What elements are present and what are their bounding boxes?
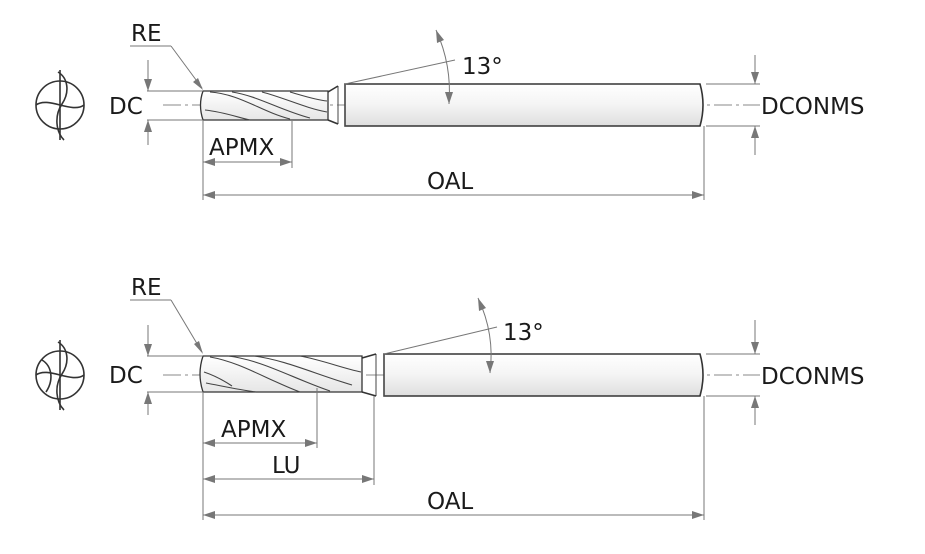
- angle-label-bottom: 13°: [503, 320, 544, 346]
- shank-top: [344, 83, 704, 127]
- angle-label-top: 13°: [462, 54, 503, 80]
- end-view-top: [35, 70, 85, 141]
- lu-label-bottom: LU: [272, 453, 301, 479]
- dc-dimension-bottom: DC: [109, 325, 203, 415]
- flute-body-top: [199, 90, 329, 121]
- angle-dimension-top: 13°: [344, 29, 503, 105]
- dc-dimension-top: DC: [109, 60, 203, 145]
- flute-body-bottom: [199, 355, 363, 393]
- dconms-dimension-bottom: DCONMS: [706, 320, 865, 425]
- dconms-label-top: DCONMS: [761, 94, 865, 120]
- shank-bottom: [383, 353, 704, 397]
- re-label-top: RE: [131, 21, 162, 47]
- apmx-label-bottom: APMX: [221, 417, 286, 443]
- oal-dimension-bottom: OAL: [202, 396, 705, 520]
- apmx-label-top: APMX: [209, 135, 274, 161]
- dc-label-top: DC: [109, 94, 143, 120]
- oal-dimension-top: OAL: [202, 126, 705, 200]
- re-leader-bottom: RE: [130, 275, 203, 354]
- end-view-bottom: [35, 340, 85, 411]
- end-mill-drawing-bottom: DC RE APMX LU: [35, 275, 865, 520]
- dc-label-bottom: DC: [109, 363, 143, 389]
- apmx-dimension-bottom: APMX: [202, 388, 318, 448]
- dconms-label-bottom: DCONMS: [761, 364, 865, 390]
- oal-label-top: OAL: [427, 169, 473, 195]
- oal-label-bottom: OAL: [427, 489, 473, 515]
- end-mill-drawing-top: DC RE APMX 13°: [35, 21, 865, 200]
- lu-dimension-bottom: LU: [202, 396, 375, 485]
- angle-dimension-bottom: 13°: [383, 297, 544, 374]
- re-label-bottom: RE: [131, 275, 162, 301]
- dconms-dimension-top: DCONMS: [706, 55, 865, 155]
- re-leader-top: RE: [130, 21, 203, 90]
- apmx-dimension-top: APMX: [202, 120, 293, 168]
